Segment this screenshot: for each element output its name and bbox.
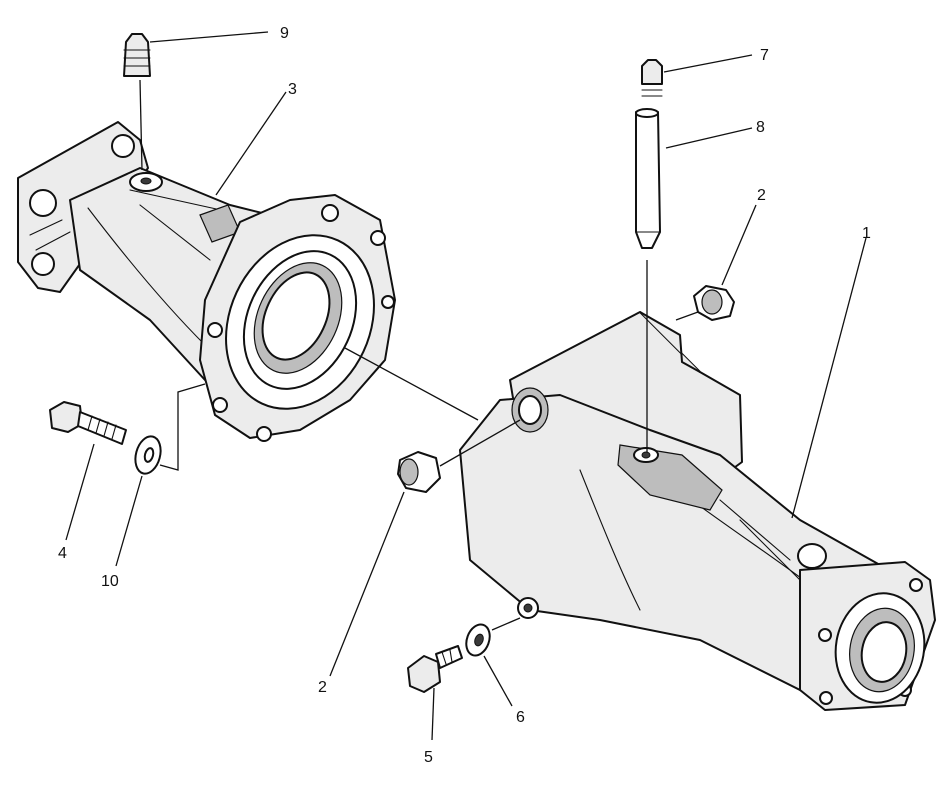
gasket-part-6 xyxy=(465,623,491,657)
bushing-part-2-right xyxy=(693,285,735,321)
callout-4: 4 xyxy=(58,545,67,562)
callout-2-lower: 2 xyxy=(318,679,327,696)
callout-6: 6 xyxy=(516,709,525,726)
drain-plug-part-5 xyxy=(407,645,463,693)
callout-3: 3 xyxy=(288,81,297,98)
callout-leaders xyxy=(65,31,867,741)
callout-5: 5 xyxy=(424,749,433,766)
shaft-part-8 xyxy=(635,108,661,249)
breather-part-9 xyxy=(123,33,151,171)
callout-8: 8 xyxy=(756,119,765,136)
washer-part-10 xyxy=(134,435,162,475)
bushing-part-2-left xyxy=(397,451,441,493)
callout-10: 10 xyxy=(101,573,119,590)
callout-2-upper: 2 xyxy=(757,187,766,204)
adapter-housing-part-3 xyxy=(17,121,396,442)
callout-7: 7 xyxy=(760,47,769,64)
bolt-part-4 xyxy=(49,401,127,445)
callout-1: 1 xyxy=(862,225,871,242)
callout-9: 9 xyxy=(280,25,289,42)
extension-housing-part-1 xyxy=(459,311,936,711)
plug-part-7 xyxy=(641,59,663,97)
